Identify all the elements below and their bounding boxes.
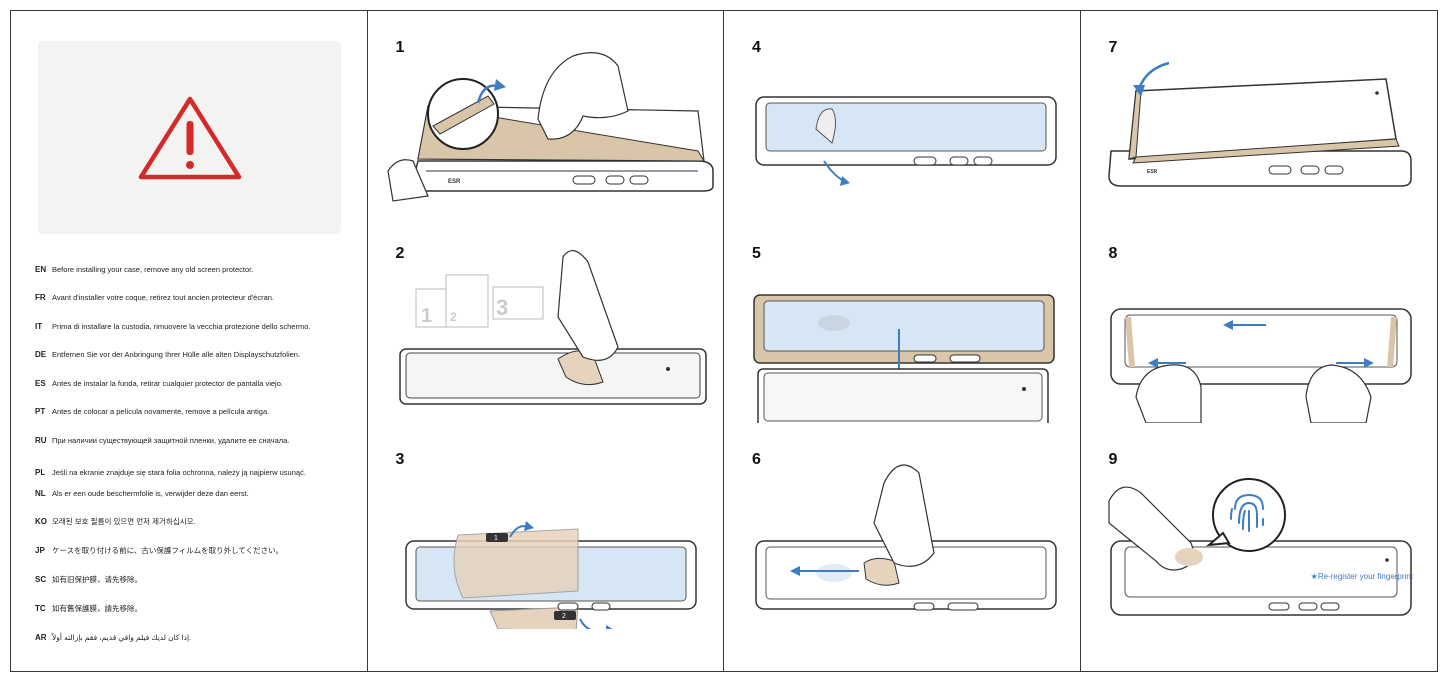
language-code: SC: [35, 575, 47, 584]
language-instruction: Avant d'installer votre coque, retirez t…: [52, 293, 275, 302]
step-4-illustration: [755, 96, 1057, 186]
language-row: NL Als er een oude beschermfolie is, verw…: [35, 489, 355, 499]
language-code: PL: [35, 468, 46, 477]
language-code: PT: [35, 407, 46, 416]
language-code: KO: [35, 517, 47, 526]
step-9-illustration: [1107, 478, 1412, 616]
language-instruction: Entfernen Sie vor der Anbringung Ihrer H…: [52, 350, 301, 359]
language-instruction: Antes de colocar a película novamente, r…: [52, 407, 270, 416]
language-code: RU: [35, 436, 47, 445]
step-8: 8: [1081, 217, 1438, 423]
language-code: NL: [35, 489, 46, 498]
language-instruction: 오래된 보호 필름이 있으면 먼저 제거하십시오.: [52, 517, 196, 526]
language-row: FR Avant d'installer votre coque, retirez…: [35, 293, 355, 303]
language-instruction: Als er een oude beschermfolie is, verwij…: [52, 489, 249, 498]
step-3-illustration: 1 2: [404, 521, 697, 629]
tab-label: 2: [562, 613, 566, 620]
tab-label: 1: [494, 535, 498, 542]
language-instruction: ケースを取り付ける前に、古い保護フィルムを取り外してください。: [52, 546, 284, 555]
step-number: 6: [752, 451, 761, 468]
step-5-illustration: [753, 294, 1055, 423]
language-row: PT Antes de colocar a película novamente,…: [35, 407, 355, 417]
step-3: 3 1 2: [368, 423, 724, 629]
language-row: IT Prima di installare la custodia, rimuo…: [35, 322, 355, 332]
language-row: TC 如有舊保護膜，請先移除。: [35, 604, 355, 614]
language-instruction: Prima di installare la custodia, rimuove…: [52, 322, 311, 331]
language-instruction: 如有旧保护膜，请先移除。: [52, 575, 142, 584]
film-label: 3: [496, 295, 508, 320]
step-6: 6: [724, 423, 1080, 629]
step-number: 1: [395, 39, 405, 56]
language-code: DE: [35, 350, 47, 359]
language-row: AR إذا كان لديك فيلم واقي قديم، فقم بإزال…: [35, 633, 355, 643]
step-number: 3: [395, 451, 405, 468]
step-7: 7 ESR: [1081, 11, 1438, 217]
film-label: 2: [450, 310, 457, 324]
steps-panel-2: 4 5: [724, 11, 1081, 671]
warning-triangle-icon: [138, 96, 241, 179]
language-code: JP: [35, 546, 45, 555]
language-code: FR: [35, 293, 46, 302]
step-5: 5: [724, 217, 1080, 423]
language-row: EN Before installing your case, remove an…: [35, 265, 355, 275]
language-code: TC: [35, 604, 46, 613]
brand-mark: ESR: [448, 179, 461, 185]
step-number: 5: [752, 245, 761, 262]
language-instruction: 如有舊保護膜，請先移除。: [52, 604, 142, 613]
fingerprint-note: ★Re-register your fingerprint: [1310, 572, 1413, 581]
film-label: 1: [421, 305, 432, 327]
step-1-illustration: ESR: [386, 52, 714, 202]
step-2-illustration: 1 2 3: [398, 250, 707, 405]
language-instruction: При наличии существующей защитной пленки…: [52, 436, 290, 445]
language-row: RU При наличии существующей защитной плен…: [35, 436, 355, 446]
warning-panel: EN Before installing your case, remove an…: [11, 11, 368, 671]
step-9: 9: [1081, 423, 1438, 629]
language-code: AR: [35, 633, 47, 642]
language-row: DE Entfernen Sie vor der Anbringung Ihrer…: [35, 350, 355, 360]
step-6-illustration: [755, 464, 1057, 611]
step-1: 1 ESR: [368, 11, 724, 217]
step-7-illustration: ESR: [1107, 61, 1412, 187]
step-number: 7: [1108, 39, 1118, 56]
steps-panel-1: 1 ESR: [368, 11, 724, 671]
step-2: 2 1 2 3: [368, 217, 724, 423]
language-list: EN Before installing your case, remove an…: [35, 255, 355, 643]
phone-text: ESR: [1147, 169, 1158, 175]
language-row: PL Jeśli na ekranie znajduje się stara fo…: [35, 468, 355, 478]
steps-panel-3: 7 ESR 8: [1081, 11, 1438, 671]
step-number: 8: [1108, 245, 1118, 262]
language-row: SC 如有旧保护膜，请先移除。: [35, 575, 355, 585]
step-number: 9: [1108, 451, 1118, 468]
language-code: ES: [35, 379, 46, 388]
language-code: EN: [35, 265, 47, 274]
language-instruction: Before installing your case, remove any …: [52, 265, 254, 274]
instruction-sheet: EN Before installing your case, remove an…: [10, 10, 1438, 672]
language-row: JP ケースを取り付ける前に、古い保護フィルムを取り外してください。: [35, 546, 355, 556]
step-number: 4: [752, 39, 761, 56]
language-instruction: إذا كان لديك فيلم واقي قديم، فقم بإزالته…: [52, 633, 192, 642]
step-8-illustration: [1109, 308, 1412, 423]
fingerprint-icon: [1229, 493, 1264, 532]
language-row: KO 오래된 보호 필름이 있으면 먼저 제거하십시오.: [35, 517, 355, 527]
language-row: ES Antes de instalar la funda, retirar cu…: [35, 379, 355, 389]
step-4: 4: [724, 11, 1080, 217]
warning-box: [38, 41, 341, 234]
step-number: 2: [395, 245, 405, 262]
language-instruction: Jeśli na ekranie znajduje się stara foli…: [52, 468, 306, 477]
language-code: IT: [35, 322, 43, 331]
language-instruction: Antes de instalar la funda, retirar cual…: [52, 379, 283, 388]
